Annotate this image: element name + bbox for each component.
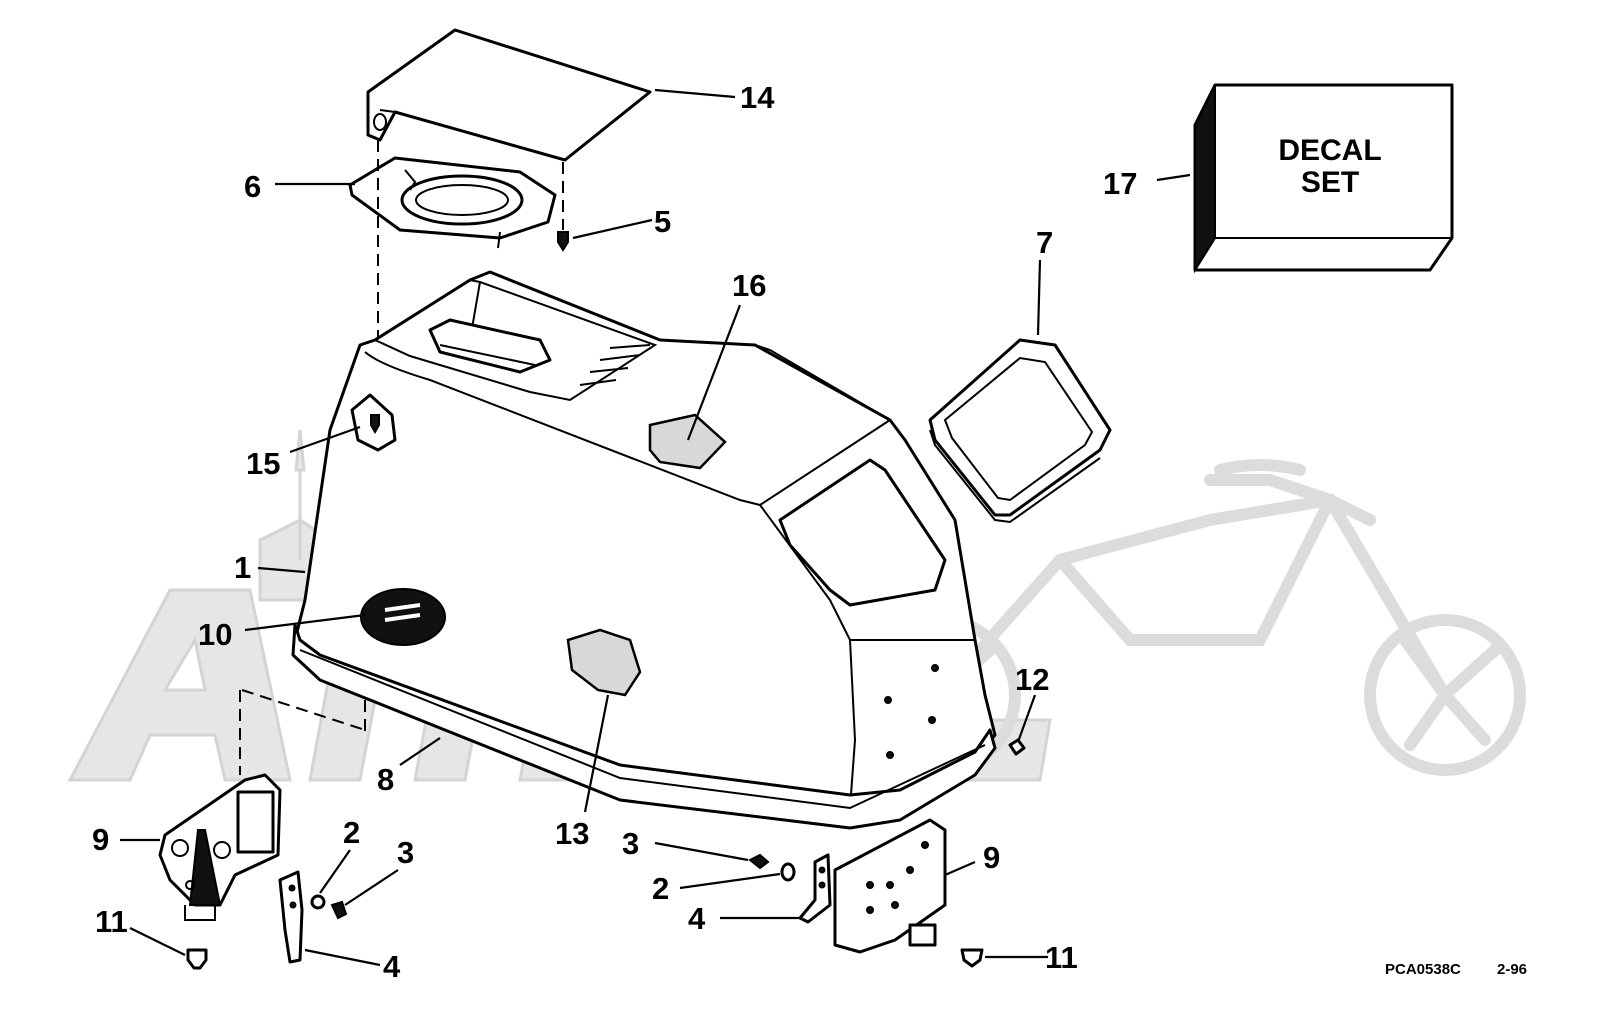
callout-15: 15 [246,446,280,481]
latch-plate-part [350,393,397,452]
foam-pad-13-part [566,628,642,697]
decal-box-line2: SET [1301,166,1359,199]
bracket-left-part [158,773,282,921]
callout-6: 6 [244,169,261,204]
callout-4-left: 4 [383,949,401,984]
bracket-right-part [833,818,947,954]
callout-11-right: 11 [1045,940,1078,975]
strap-left-part [278,870,304,964]
engine-cover-part [291,270,997,830]
callout-11-left: 11 [95,904,128,939]
drawing-date-code: 2-96 [1497,961,1527,978]
callout-12: 12 [1015,662,1049,697]
callout-labels: 14 6 5 7 17 16 15 1 10 12 8 13 9 2 3 3 9… [92,80,1137,984]
washer-right-part [780,862,796,882]
callout-16: 16 [732,268,766,303]
washer-left-part [310,894,326,910]
foam-pad-16-part [648,413,727,470]
screw-5-part [557,231,569,252]
leader-lines [120,88,1191,967]
screw-12-part [1008,738,1026,756]
callout-5: 5 [654,204,671,239]
plug-right-part [960,948,984,968]
callout-17: 17 [1103,166,1137,201]
window-part [928,338,1112,524]
screw-right-part [748,853,770,870]
decal-box-part: DECAL SET [1193,83,1454,274]
plug-left-part [186,948,208,970]
drawing-code-id: PCA0538C [1385,961,1461,978]
callout-13: 13 [555,816,589,851]
decal-box-line1: DECAL [1278,134,1381,167]
callout-9-left: 9 [92,822,109,857]
callout-3-left: 3 [397,835,414,870]
callout-2-left: 2 [343,815,360,850]
strap-right-part [798,853,832,924]
callout-2-right: 2 [652,871,669,906]
callout-9-right: 9 [983,840,1000,875]
callout-3-right: 3 [622,826,639,861]
top-cover-part [366,28,652,162]
callout-10: 10 [198,617,232,652]
screw-left-part [330,900,348,920]
callout-14: 14 [740,80,775,115]
callout-7: 7 [1036,225,1053,260]
callout-8: 8 [377,762,394,797]
drawing-code: PCA0538C 2-96 [1385,961,1527,978]
emblem-part [360,588,446,646]
handle-part [348,156,557,249]
callout-4-right: 4 [688,901,706,936]
callout-1: 1 [234,550,251,585]
